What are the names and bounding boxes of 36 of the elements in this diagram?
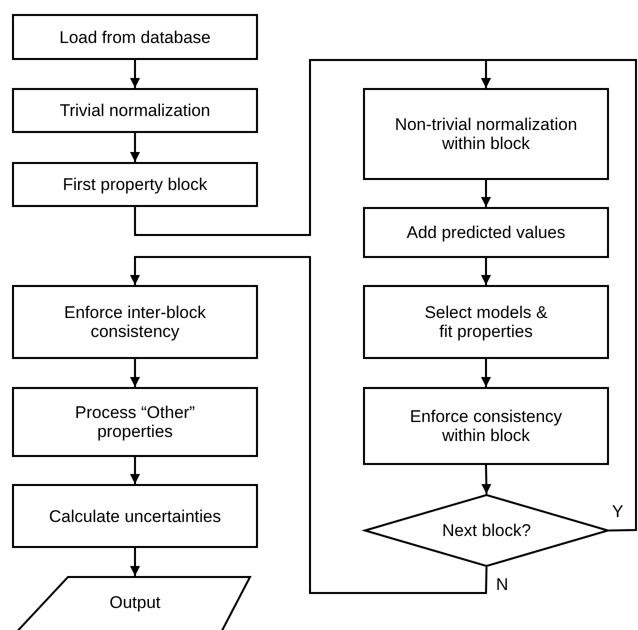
arrow xyxy=(130,60,140,88)
step-text: Next block? xyxy=(441,521,532,540)
step-text: Load from database xyxy=(58,28,212,46)
step-text: Enforce consistency within block xyxy=(408,407,564,445)
arrow xyxy=(130,457,140,484)
step-text: Add predicted values xyxy=(406,223,566,242)
arrow xyxy=(130,359,140,387)
process-box xyxy=(12,88,258,133)
arrow xyxy=(481,59,637,532)
step-text: Trivial normalization xyxy=(58,101,212,120)
process-box xyxy=(363,88,609,180)
step-text: Calculate uncertainties xyxy=(48,506,222,526)
step-text: Select models & fit properties xyxy=(424,303,548,341)
arrow xyxy=(481,359,491,387)
arrow xyxy=(481,180,491,207)
process-box xyxy=(363,387,609,465)
process-box xyxy=(12,387,258,457)
decision-diamond xyxy=(364,494,609,567)
arrow xyxy=(130,133,140,162)
process-box xyxy=(12,14,258,60)
edge-label: Y xyxy=(612,503,624,520)
arrow xyxy=(481,258,491,285)
process-box xyxy=(12,285,258,359)
process-box xyxy=(363,207,609,258)
process-box xyxy=(12,162,258,207)
arrow xyxy=(130,256,488,594)
step-text: Non-trivial normalization within block xyxy=(394,115,578,153)
step-text: Enforce inter-block consistency xyxy=(63,303,207,341)
arrow xyxy=(481,464,492,494)
step-text: Process “Other” properties xyxy=(74,403,196,441)
step-text: Output xyxy=(108,593,162,612)
process-box xyxy=(12,484,258,548)
step-text: First property block xyxy=(62,175,208,194)
arrow xyxy=(130,548,140,576)
edge-label: N xyxy=(496,576,508,593)
process-box xyxy=(363,285,609,359)
